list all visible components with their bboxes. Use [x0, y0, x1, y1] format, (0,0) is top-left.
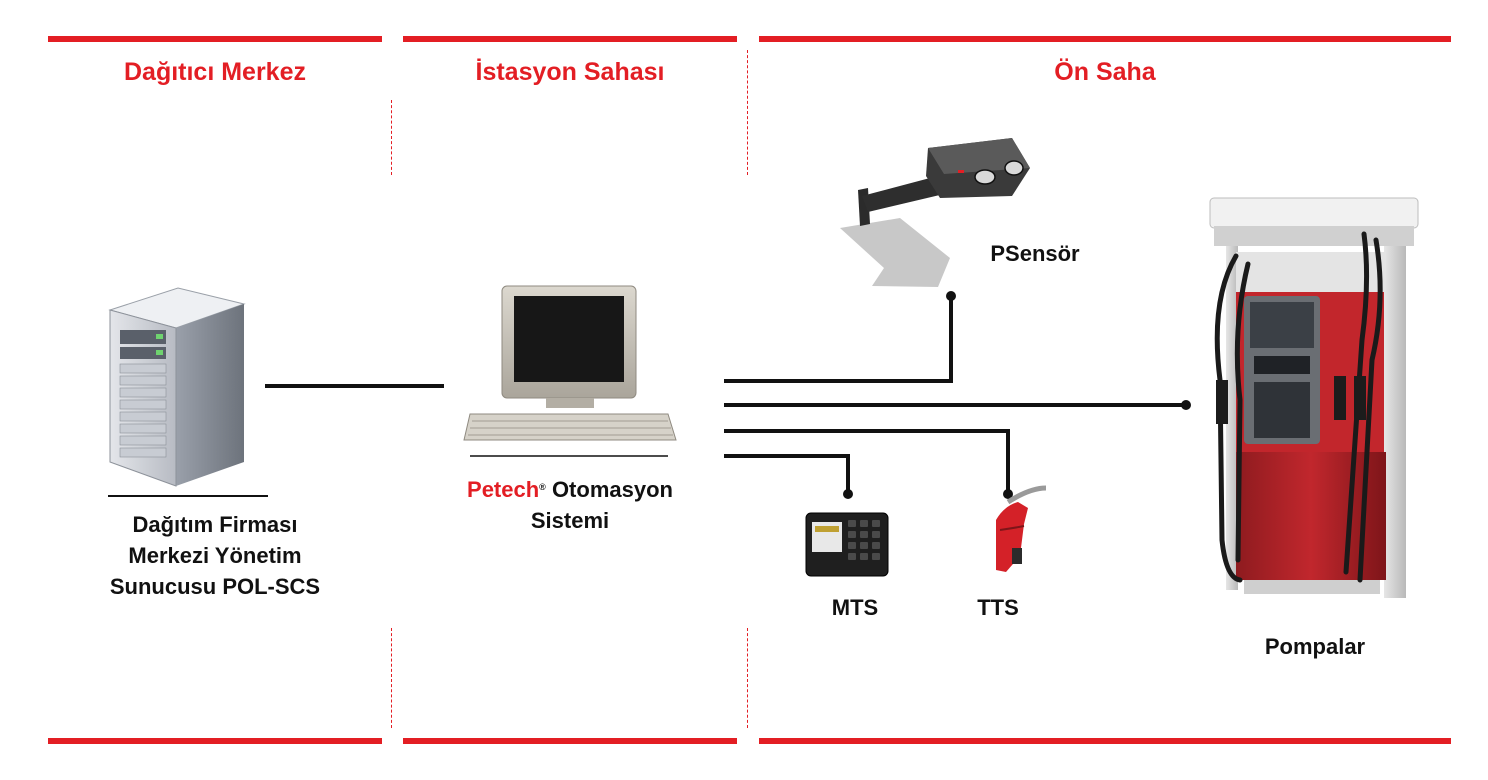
- connection-dots: [843, 291, 1191, 499]
- dot-pumps: [1181, 400, 1191, 410]
- mts-terminal-icon: [805, 512, 889, 577]
- divider-bottom-1: [391, 628, 392, 728]
- bottom-bar-left: [48, 738, 382, 744]
- server-label-line3: Sunucusu POL-SCS: [109, 574, 321, 599]
- automation-label-rest: Otomasyon: [551, 477, 673, 502]
- automation-label-line2: Sistemi: [530, 508, 610, 533]
- divider-top-2: [747, 50, 748, 175]
- divider-bottom-2: [747, 628, 748, 728]
- dot-tts: [1003, 489, 1013, 499]
- section-heading-dagitici-merkez: Dağıtıcı Merkez: [123, 58, 306, 86]
- pump-icon: [1209, 197, 1419, 598]
- server-icon: [108, 287, 246, 487]
- link-tts: [724, 429, 1010, 494]
- section-heading-on-saha: Ön Saha: [1054, 58, 1156, 86]
- automation-label: Petech® Otomasyon Sistemi: [403, 474, 737, 536]
- link-mts: [724, 454, 850, 494]
- psensor-label: PSensör: [990, 241, 1080, 266]
- tts-nozzle-icon: [996, 485, 1047, 572]
- petech-brand: Petech: [467, 477, 540, 502]
- top-bar-middle: [403, 36, 737, 42]
- divider-top-1: [391, 100, 392, 175]
- pumps-label: Pompalar: [1264, 634, 1366, 659]
- server-label-line1: Dağıtım Firması: [132, 512, 298, 537]
- registered-mark: ®: [539, 482, 546, 492]
- computer-icon: [463, 285, 677, 441]
- server-underline: [108, 495, 268, 497]
- bottom-bar-middle: [403, 738, 737, 744]
- psensor-camera-icon: [840, 138, 1030, 287]
- top-bar-right: [759, 36, 1451, 42]
- dot-psensor: [946, 291, 956, 301]
- section-heading-istasyon-sahasi: İstasyon Sahası: [475, 58, 665, 86]
- mts-label: MTS: [831, 595, 879, 620]
- link-psensor: [724, 296, 953, 383]
- bottom-bar-right: [759, 738, 1451, 744]
- dot-mts: [843, 489, 853, 499]
- server-label-line2: Merkezi Yönetim: [128, 543, 302, 568]
- connection-lines: [724, 296, 1185, 494]
- top-bar-left: [48, 36, 382, 42]
- tts-label: TTS: [977, 595, 1019, 620]
- automation-label-line1: Petech® Otomasyon: [403, 474, 737, 505]
- server-label: Dağıtım Firması Merkezi Yönetim Sunucusu…: [48, 509, 382, 602]
